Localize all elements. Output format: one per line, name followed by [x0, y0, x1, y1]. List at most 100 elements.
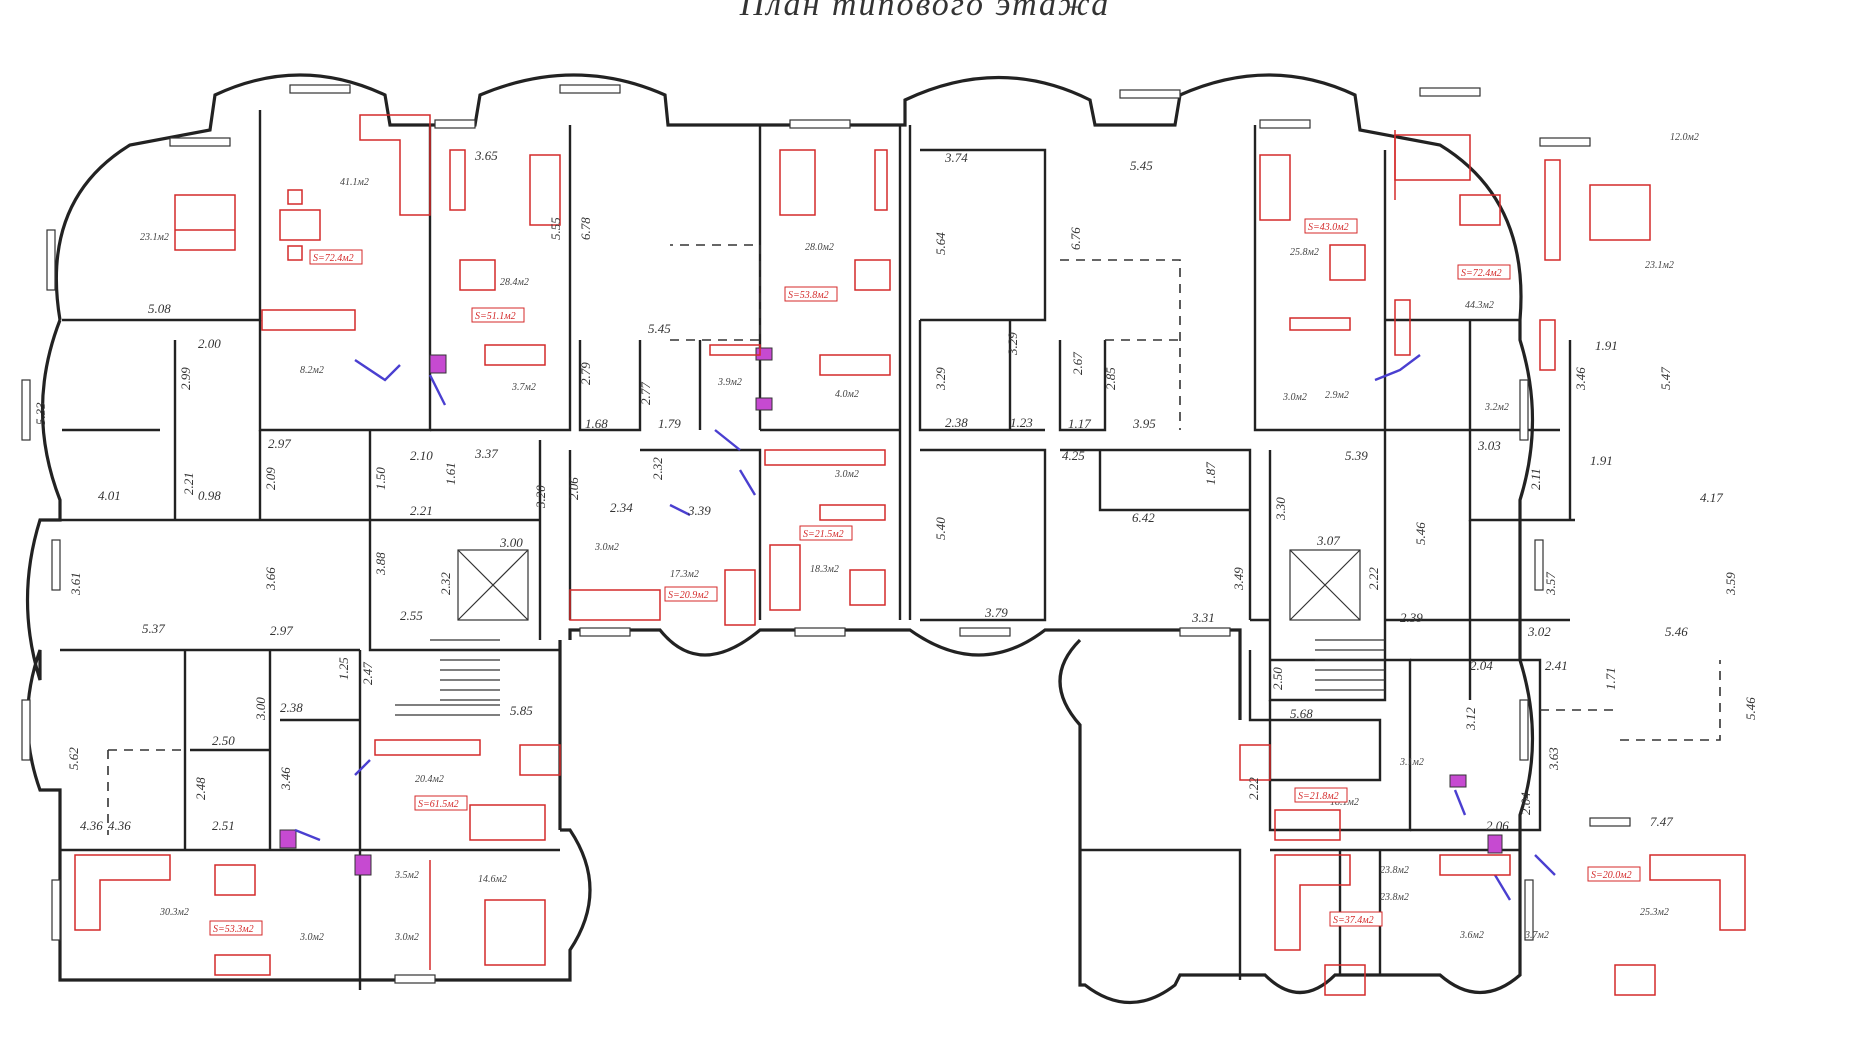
dim-label: 3.79 [984, 605, 1008, 620]
dim-label: 3.59 [1723, 572, 1738, 596]
dashed-partitions [107, 244, 1721, 835]
area-label: 44.3м2 [1465, 300, 1494, 311]
unit-area-tag: S=43.0м2 [1308, 222, 1349, 233]
dim-label: 3.57 [1543, 572, 1558, 596]
dim-label: 3.29 [933, 367, 948, 391]
dim-label: 3.29 [1005, 332, 1020, 356]
area-label: 23.1м2 [140, 232, 169, 243]
dim-label: 2.09 [263, 467, 278, 490]
dim-label: 1.79 [658, 416, 681, 431]
dim-label: 3.00 [253, 697, 268, 721]
unit-area-tag: S=72.4м2 [313, 253, 354, 264]
area-label: 3.9м2 [717, 377, 742, 388]
area-label: 3.7м2 [1524, 930, 1549, 941]
dim-label: 2.38 [945, 415, 968, 430]
dim-label: 3.46 [278, 767, 293, 791]
dim-label: 2.06 [1486, 818, 1509, 833]
ventilation-shafts [279, 347, 1503, 876]
area-label: 3.0м2 [1282, 392, 1307, 403]
plan-title: План типового этажа [739, 0, 1111, 23]
dim-label: 2.00 [198, 336, 221, 351]
area-label: 41.1м2 [340, 177, 369, 188]
doors [294, 354, 1556, 901]
unit-area-tag: S=53.8м2 [788, 290, 829, 301]
dim-label: 3.31 [1191, 610, 1215, 625]
area-label: 3.6м2 [1459, 930, 1484, 941]
dim-label: 5.46 [1743, 697, 1758, 720]
dim-label: 2.32 [438, 572, 453, 595]
exterior-walls [25, 73, 1535, 1004]
dim-label: 3.00 [499, 535, 523, 550]
elevator-shafts [457, 549, 1361, 621]
dim-label: 3.88 [373, 552, 388, 576]
dim-label: 2.77 [638, 382, 653, 405]
area-label: 2.9м2 [1325, 390, 1349, 401]
dim-label: 2.39 [1400, 610, 1423, 625]
dim-label: 6.78 [578, 217, 593, 240]
unit-area-tag: S=53.3м2 [213, 924, 254, 935]
dim-label: 3.63 [1546, 747, 1561, 771]
area-label: 25.8м2 [1290, 247, 1319, 258]
area-label: 17.3м2 [670, 569, 699, 580]
unit-area-tag: S=21.8м2 [1298, 791, 1339, 802]
dim-label: 2.41 [1545, 658, 1568, 673]
unit-area-tags: S=72.4м2 S=51.1м2 S=53.8м2 S=21.5м2 S=20… [209, 218, 1641, 936]
dim-label: 5.46 [1665, 624, 1688, 639]
area-label: 25.3м2 [1640, 907, 1669, 918]
dim-label: 5.64 [933, 232, 948, 255]
dim-label: 2.48 [193, 777, 208, 800]
unit-area-tag: S=20.0м2 [1591, 870, 1632, 881]
area-label: 28.0м2 [805, 242, 834, 253]
dim-label: 3.39 [687, 503, 711, 518]
dim-label: 5.47 [1658, 367, 1673, 390]
area-label: 3.0м2 [299, 932, 324, 943]
dim-label: 3.37 [474, 446, 498, 461]
dim-label: 4.17 [1700, 490, 1723, 505]
dim-label: 1.68 [585, 416, 608, 431]
unit-area-tag: S=61.5м2 [418, 799, 459, 810]
dim-label: 2.21 [410, 503, 433, 518]
unit-area-tag: S=51.1м2 [475, 311, 516, 322]
area-label: 20.4м2 [415, 774, 444, 785]
dim-label: 1.17 [1068, 416, 1091, 431]
dim-label: 4.36 [80, 818, 103, 833]
area-label: 12.0м2 [1670, 132, 1699, 143]
area-label: 18.3м2 [810, 564, 839, 575]
dim-label: 6.42 [1132, 510, 1155, 525]
dim-label: 5.40 [933, 517, 948, 540]
area-label: 3.2м2 [1484, 402, 1509, 413]
dim-label: 1.91 [1595, 338, 1618, 353]
dim-label: 1.61 [443, 462, 458, 485]
area-label: 3.0м2 [594, 542, 619, 553]
dim-label: 1.50 [373, 467, 388, 490]
unit-area-tag: S=72.4м2 [1461, 268, 1502, 279]
dim-label: 2.34 [610, 500, 633, 515]
dim-label: 5.62 [66, 747, 81, 770]
dim-label: 3.49 [1231, 567, 1246, 591]
unit-area-tag: S=20.9м2 [668, 590, 709, 601]
interior-walls [60, 110, 1575, 990]
dim-label: 4.36 [108, 818, 131, 833]
area-label: 30.3м2 [159, 907, 189, 918]
dim-label: 5.37 [142, 621, 165, 636]
dim-label: 2.85 [1103, 367, 1118, 390]
area-label: 3.0м2 [394, 932, 419, 943]
dim-label: 3.03 [1477, 438, 1501, 453]
dim-label: 2.79 [578, 362, 593, 385]
dim-label: 2.97 [268, 436, 291, 451]
area-label: 3.5м2 [394, 870, 419, 881]
dim-label: 4.25 [1062, 448, 1085, 463]
area-label: 3.0м2 [834, 469, 859, 480]
dim-label: 5.45 [648, 321, 671, 336]
dim-label: 5.85 [510, 703, 533, 718]
dim-label: 2.97 [270, 623, 293, 638]
area-label: 8.2м2 [300, 365, 324, 376]
dim-label: 2.21 [181, 472, 196, 495]
dim-label: 5.08 [148, 301, 171, 316]
dim-label: 2.04 [1470, 658, 1493, 673]
dim-label: 2.50 [212, 733, 235, 748]
dim-label: 1.91 [1590, 453, 1613, 468]
dim-label: 2.47 [360, 662, 375, 685]
dim-label: 5.46 [1413, 522, 1428, 545]
